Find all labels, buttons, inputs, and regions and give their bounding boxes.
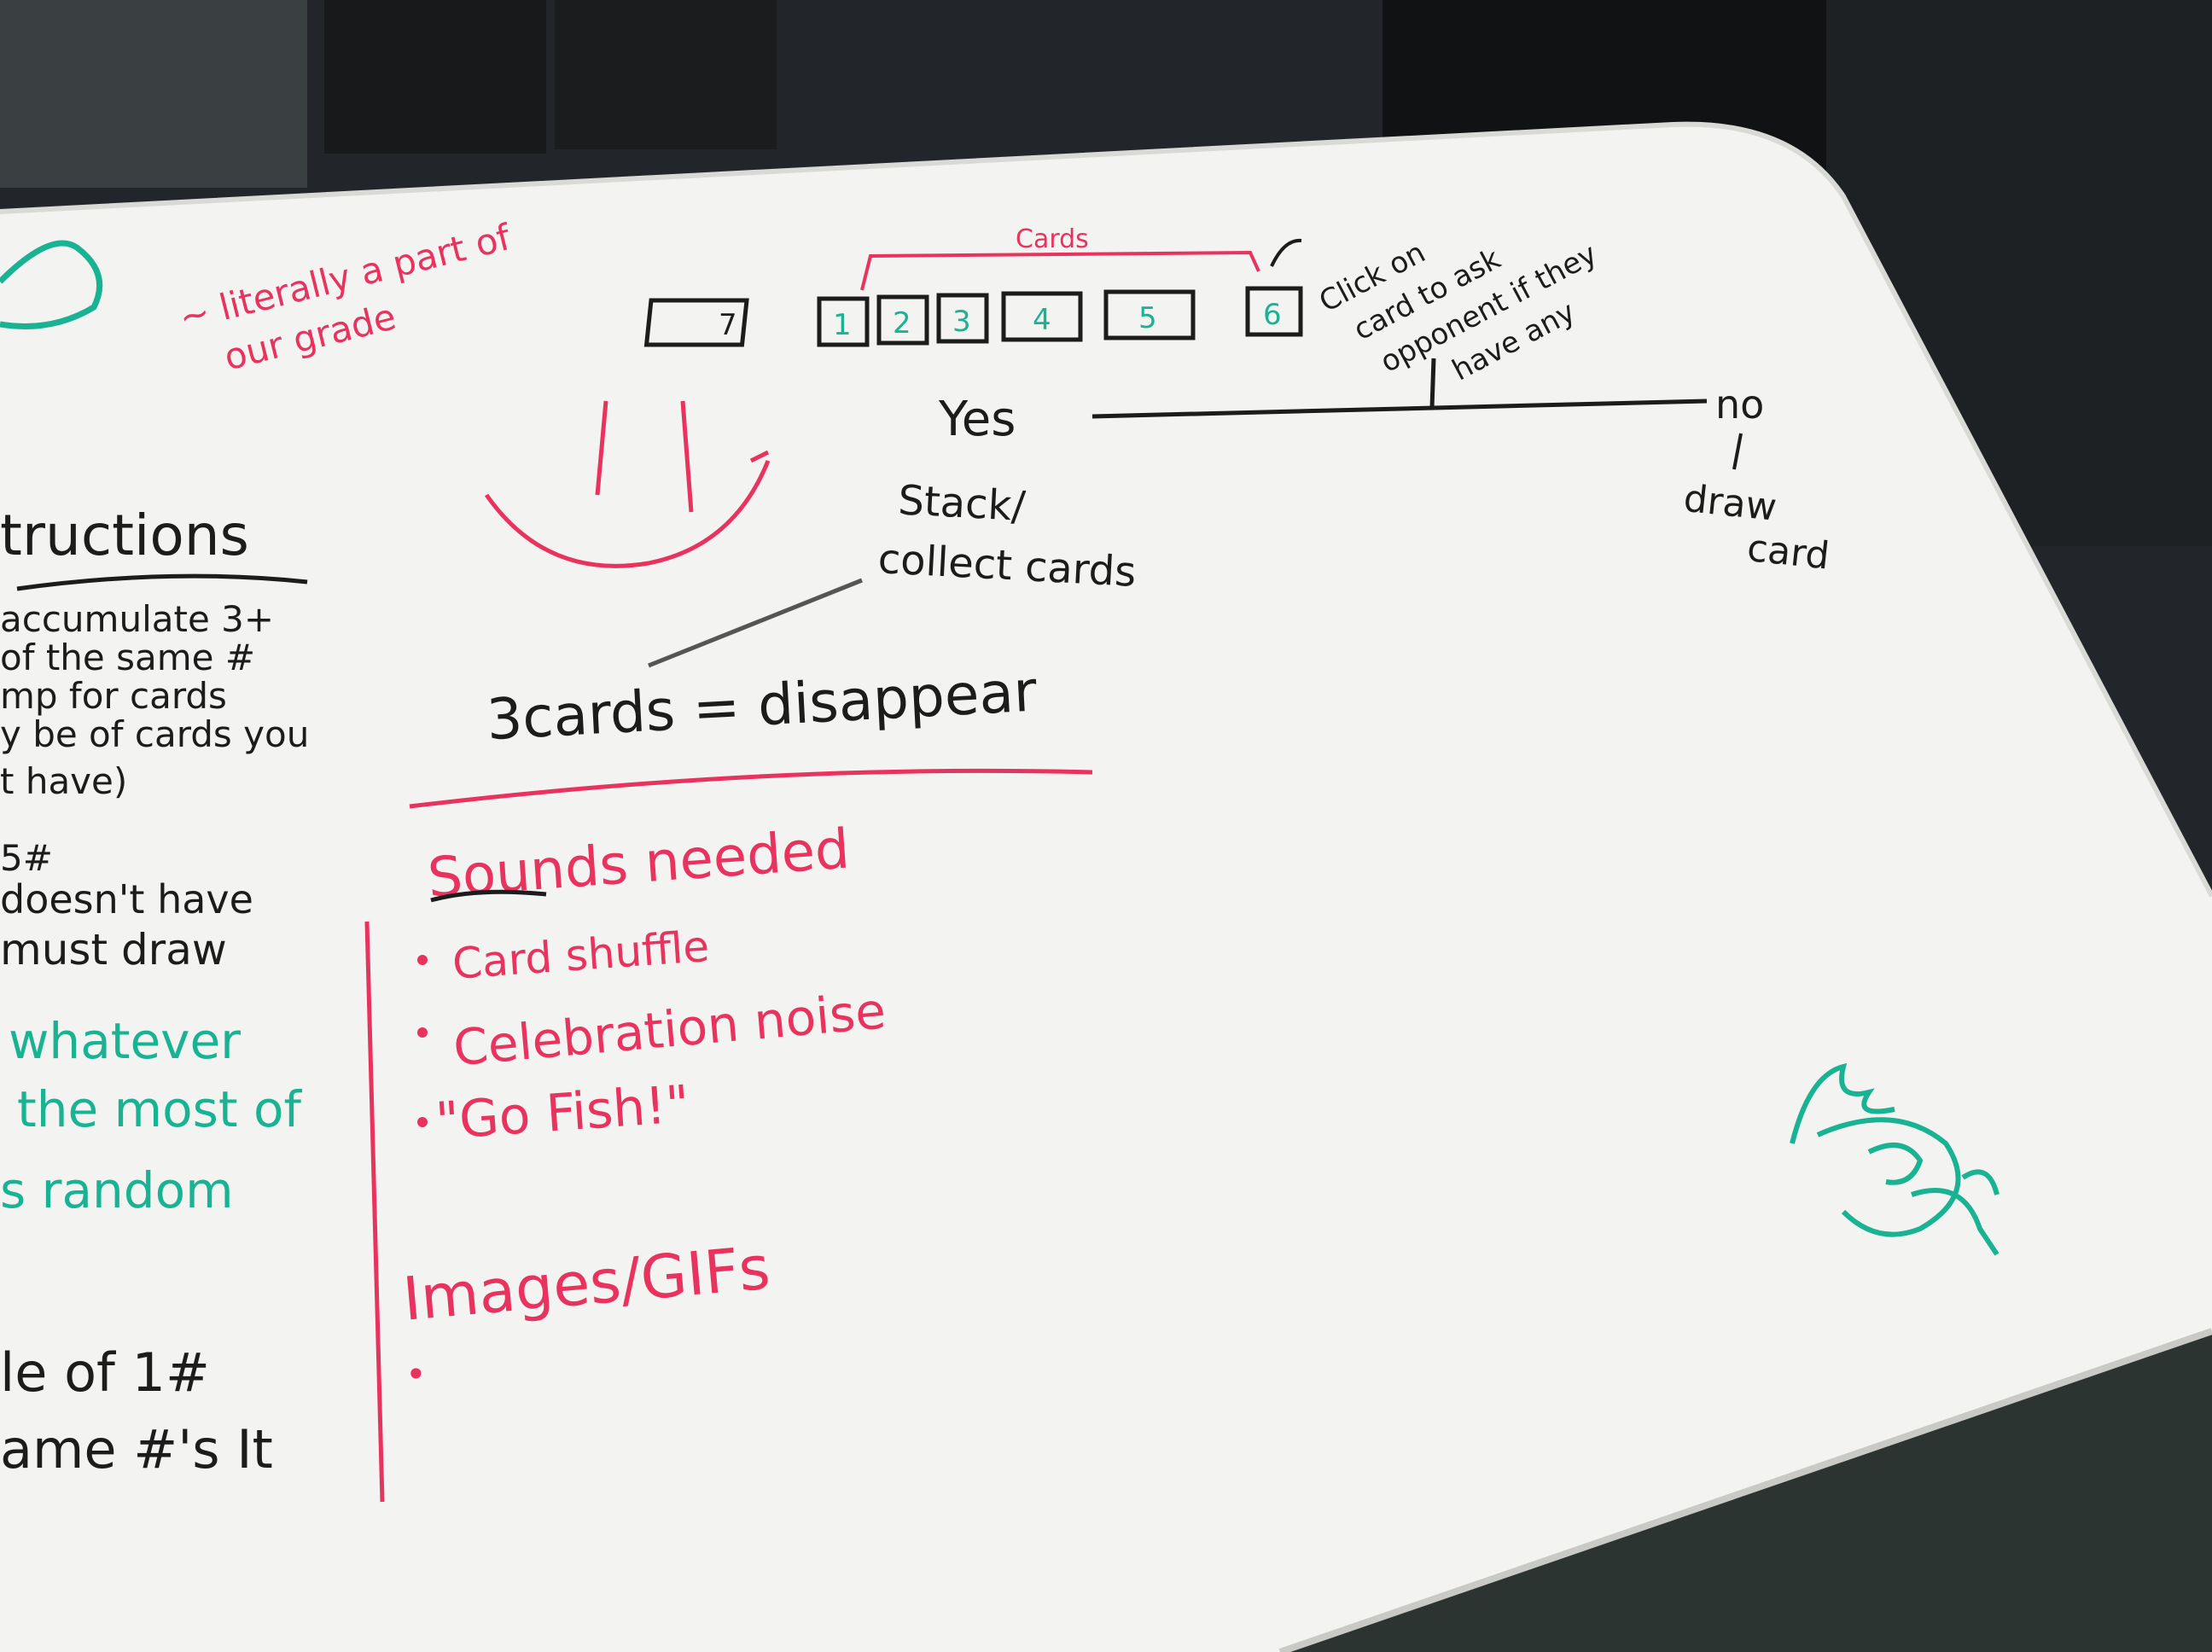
card-box-6: [1103, 289, 1196, 340]
green-sketch-top-left: [0, 240, 103, 329]
instructions-bottom-lines: le of 1# ame #'s It: [0, 1341, 273, 1480]
instruction-green-1: whatever: [9, 1012, 241, 1070]
sounds-underline: [430, 889, 547, 903]
card-number-7: 6: [1263, 298, 1282, 332]
instruction-line-3: mp for cards: [0, 675, 227, 717]
instruction-green-2: the most of: [17, 1080, 302, 1138]
card-row: 7 1 2 3 4 5 6: [643, 286, 1303, 347]
card-box-2: [817, 296, 870, 347]
card-box-7: [1245, 286, 1303, 337]
images-bullet: •: [405, 1353, 427, 1395]
cards-label: Cards: [1016, 224, 1089, 254]
sound-bullet-3: [417, 1117, 428, 1127]
instruction-line-6: 5#: [0, 837, 53, 879]
instruction-line-2: of the same #: [0, 637, 255, 678]
card-box-5: [1001, 291, 1083, 342]
instructions-green-lines: whatever the most of s random: [0, 1012, 302, 1219]
disappear-connector: [648, 578, 863, 668]
instruction-line-4: y be of cards you: [0, 713, 309, 755]
instruction-green-3: s random: [0, 1161, 234, 1219]
sounds-top-divider: [409, 768, 1093, 809]
card-number-4: 3: [952, 305, 971, 339]
click-note-pointer: [1270, 238, 1302, 267]
red-swirl-sketch: [484, 400, 771, 568]
card-box-4: [936, 293, 989, 344]
card-box-3: [876, 294, 929, 346]
vertical-red-divider: [364, 921, 385, 1503]
yes-result-line1: Stack/: [897, 476, 1027, 531]
sound-bullet-1: [417, 955, 428, 965]
no-result-line2: card: [1745, 526, 1831, 579]
card-number-6: 5: [1138, 301, 1157, 335]
card-number-5: 4: [1033, 303, 1051, 337]
instruction-line-1: accumulate 3+: [0, 598, 274, 640]
sound-bullet-2: [417, 1027, 428, 1038]
instruction-bottom-2: ame #'s It: [0, 1418, 273, 1480]
green-doodle-right: [1790, 1062, 2000, 1256]
chair-back-1: [324, 0, 546, 154]
card-number-2: 1: [833, 308, 852, 342]
whiteboard-bottom-edge: [1278, 1328, 2212, 1652]
instructions-black-lines: accumulate 3+ of the same # mp for cards…: [0, 598, 309, 974]
branch-line: [1091, 398, 1708, 419]
instruction-line-5: t have): [0, 760, 127, 802]
back-wall-panel-left: [0, 0, 307, 188]
yes-label: Yes: [938, 392, 1016, 447]
no-stem: [1732, 433, 1743, 470]
cards-bracket: [860, 250, 1260, 291]
branch-stem: [1429, 358, 1436, 409]
instruction-bottom-1: le of 1#: [0, 1341, 210, 1404]
card-box-1: [643, 298, 749, 347]
no-result-line1: draw: [1681, 477, 1778, 530]
no-label: no: [1715, 381, 1764, 428]
whiteboard-surface: [0, 124, 2212, 1652]
no-result: draw card: [1681, 477, 1831, 579]
instructions-underline: [16, 573, 308, 591]
instruction-line-7: doesn't have: [0, 876, 253, 922]
chair-back-2: [555, 0, 777, 149]
whiteboard-edge: [0, 121, 2212, 898]
card-number-1: 7: [719, 308, 737, 342]
instruction-line-8: must draw: [0, 925, 227, 974]
instructions-heading: tructions: [0, 503, 249, 568]
card-number-3: 2: [893, 306, 911, 340]
